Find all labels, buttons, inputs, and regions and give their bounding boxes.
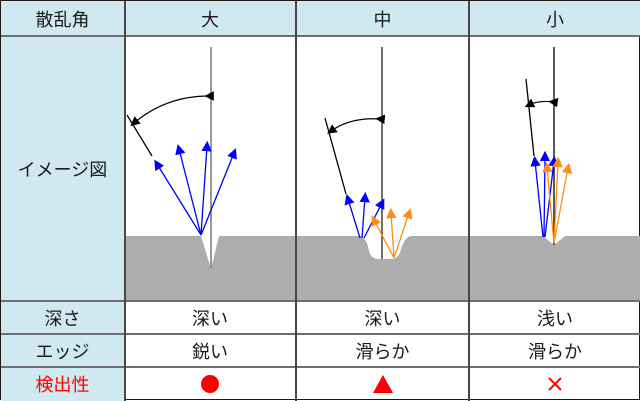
depth-large: 深い	[192, 308, 228, 330]
header-row-label: 散乱角	[1, 1, 124, 36]
triangle-mark-icon	[372, 375, 393, 393]
edge-medium: 滑らか	[355, 341, 410, 363]
diagram-medium	[297, 47, 468, 300]
grid-line-h1	[1, 35, 640, 37]
detectability-large	[124, 367, 296, 401]
header-col-large: 大	[124, 1, 296, 36]
grid-line-v2	[295, 1, 297, 401]
row-label-image: イメージ図	[1, 36, 124, 301]
grid-line-v3	[468, 1, 470, 401]
grid-line-h2	[1, 300, 640, 302]
row-label-detectability: 検出性	[1, 367, 124, 401]
circle-mark-icon	[201, 375, 219, 393]
grid-line-h4	[1, 366, 640, 368]
cross-mark-icon	[548, 377, 562, 391]
row-label-depth: 深さ	[1, 301, 124, 334]
edge-large: 鋭い	[192, 341, 228, 363]
grid-line-h3	[1, 333, 640, 335]
diagram-small	[470, 47, 640, 300]
header-col-small: 小	[469, 1, 640, 36]
detectability-small	[469, 367, 640, 401]
grid-line-v1	[124, 1, 126, 401]
row-label-edge: エッジ	[1, 334, 124, 367]
edge-small: 滑らか	[528, 341, 582, 363]
depth-medium: 深い	[364, 308, 401, 330]
header-col-medium: 中	[296, 1, 469, 36]
diagram-large	[125, 47, 295, 300]
detectability-medium	[296, 367, 469, 401]
depth-small: 浅い	[537, 308, 573, 330]
